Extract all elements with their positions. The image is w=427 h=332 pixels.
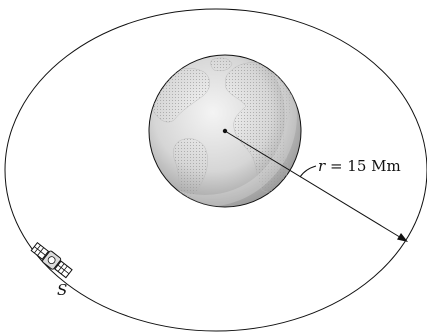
radius-label-leader — [299, 165, 317, 178]
radius-arrow — [224, 130, 408, 242]
earth-globe-icon — [148, 54, 302, 208]
satellite-label: S — [57, 281, 67, 299]
orbit-ellipse — [4, 8, 427, 332]
satellite-icon — [30, 241, 73, 279]
radius-label: r = 15 Mm — [318, 157, 401, 175]
